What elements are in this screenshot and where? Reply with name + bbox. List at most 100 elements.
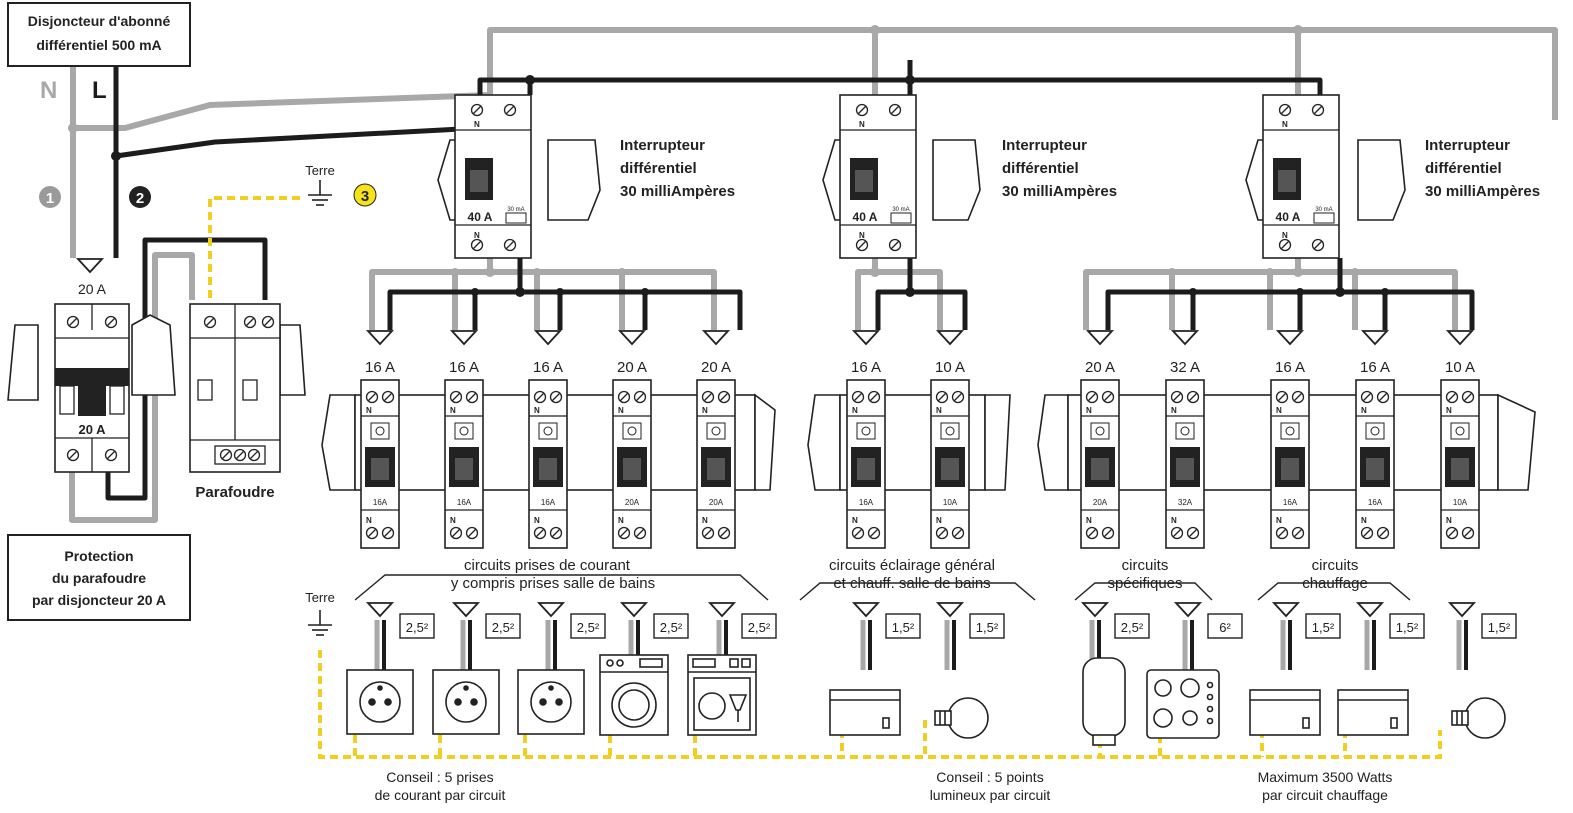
din-rail-left: [7, 314, 176, 401]
breaker-body-rating: 16A: [859, 498, 874, 507]
terminal-n-label: N: [618, 406, 624, 415]
breaker-body-rating: 16A: [541, 498, 556, 507]
terminal-n-label: N: [1086, 516, 1092, 525]
breaker-rating: 16 A: [1360, 359, 1390, 376]
cable-section: 2,5²: [577, 620, 600, 635]
cable-section: 1,5²: [976, 620, 999, 635]
terminal-n-label: N: [618, 516, 624, 525]
terminal-n-label: N: [702, 516, 708, 525]
bulb-icon: [1450, 422, 1470, 440]
radiator-icon: [1337, 689, 1409, 736]
earth-label-bottom: Terre: [305, 590, 335, 605]
surge-note-box: [7, 534, 191, 621]
circuit-drop-10: 1,5²: [1273, 602, 1341, 670]
advice-lighting-1: Conseil : 5 points: [936, 769, 1043, 785]
rcd-rating: 40 A: [468, 210, 493, 224]
breaker-rating: 10 A: [935, 359, 965, 376]
rcd-label-line-3: 30 milliAmpères: [620, 183, 735, 200]
breaker-rating: 20 A: [617, 359, 647, 376]
circuit-drop-9: 6²: [1175, 602, 1243, 670]
terminal-n-label: N: [534, 406, 540, 415]
marker-1: [39, 186, 61, 208]
terminal-n-label: N: [1446, 516, 1452, 525]
circuit-drop-3: 2,5²: [538, 602, 606, 670]
surge-note-2: du parafoudre: [52, 570, 146, 586]
radiator-icon: [856, 422, 876, 440]
light-bulb-icon: [1451, 697, 1506, 739]
rcd-rating: 40 A: [1276, 210, 1301, 224]
terminal-n-label: N: [1086, 406, 1092, 415]
terminal-n-label: N: [859, 231, 865, 240]
terminal-n-label: N: [1276, 516, 1282, 525]
terminal-n-label: N: [1276, 406, 1282, 415]
heater-icon: [1090, 422, 1110, 440]
outlet-icon: [517, 669, 585, 735]
circuit-drop-5: 2,5²: [709, 602, 777, 670]
rcd-label-line-2: différentiel: [620, 160, 697, 177]
surge-protector: [189, 303, 306, 473]
earth-symbol-bottom: [308, 610, 332, 636]
breaker-rating: 16 A: [851, 359, 881, 376]
washing-machine-icon: [599, 654, 669, 736]
group-outlets-2: y compris prises salle de bains: [451, 575, 655, 592]
marker-1-label: 1: [46, 190, 54, 207]
circuit-drop-2: 2,5²: [453, 602, 521, 670]
din-rail-row: [321, 393, 1536, 491]
terminal-n-label: N: [450, 516, 456, 525]
group-outlets-1: circuits prises de courant: [464, 557, 631, 574]
terminal-n-label: N: [702, 406, 708, 415]
breaker-rating: 16 A: [533, 359, 563, 376]
breaker-20a: [54, 258, 130, 473]
circuit-drop-12: 1,5²: [1449, 602, 1517, 670]
outlet-icon: [622, 422, 642, 440]
radiator-icon: [829, 689, 901, 736]
neutral-label: N: [40, 77, 57, 104]
surge-note-3: par disjoncteur 20 A: [32, 592, 166, 608]
main-breaker-title-1: Disjoncteur d'abonné: [28, 13, 171, 29]
breaker-rating: 20 A: [1085, 359, 1115, 376]
terminal-n-label: N: [450, 406, 456, 415]
advice-outlets-2: de courant par circuit: [375, 787, 506, 803]
advice-outlets-1: Conseil : 5 prises: [386, 769, 493, 785]
rcd-label-line-2: différentiel: [1425, 160, 1502, 177]
terminal-n-label: N: [474, 231, 480, 240]
dishwasher-icon: [687, 654, 757, 736]
group-specific-1: circuits: [1122, 557, 1169, 574]
earth-symbol-top: [308, 180, 332, 206]
marker-3: [353, 183, 377, 207]
terminal-n-label: N: [1361, 516, 1367, 525]
circuit-drop-11: 1,5²: [1357, 602, 1425, 670]
breaker-body-rating: 16A: [1368, 498, 1383, 507]
group-heating-2: chauffage: [1302, 575, 1368, 592]
circuit-drop-1: 2,5²: [367, 602, 435, 670]
outlet-icon: [370, 422, 390, 440]
light-bulb-icon: [934, 697, 989, 739]
main-breaker-title-2: différentiel 500 mA: [36, 37, 161, 53]
terminal-n-label: N: [1282, 231, 1288, 240]
cable-section: 2,5²: [492, 620, 515, 635]
marker-2: [129, 186, 151, 208]
surge-label: Parafoudre: [195, 484, 274, 501]
breaker-body-rating: 10A: [943, 498, 958, 507]
appliances: [346, 654, 1506, 746]
outlet-icon: [432, 669, 500, 735]
rcd-sensitivity: 30 mA: [507, 207, 524, 213]
group-lighting-1: circuits éclairage général: [829, 557, 995, 574]
bulb-icon: [940, 422, 960, 440]
advice-heating-1: Maximum 3500 Watts: [1258, 769, 1393, 785]
surge-note-1: Protection: [64, 548, 133, 564]
cable-section: 1,5²: [1312, 620, 1335, 635]
circuit-drop-7: 1,5²: [937, 602, 1005, 670]
terminal-n-label: N: [1171, 406, 1177, 415]
